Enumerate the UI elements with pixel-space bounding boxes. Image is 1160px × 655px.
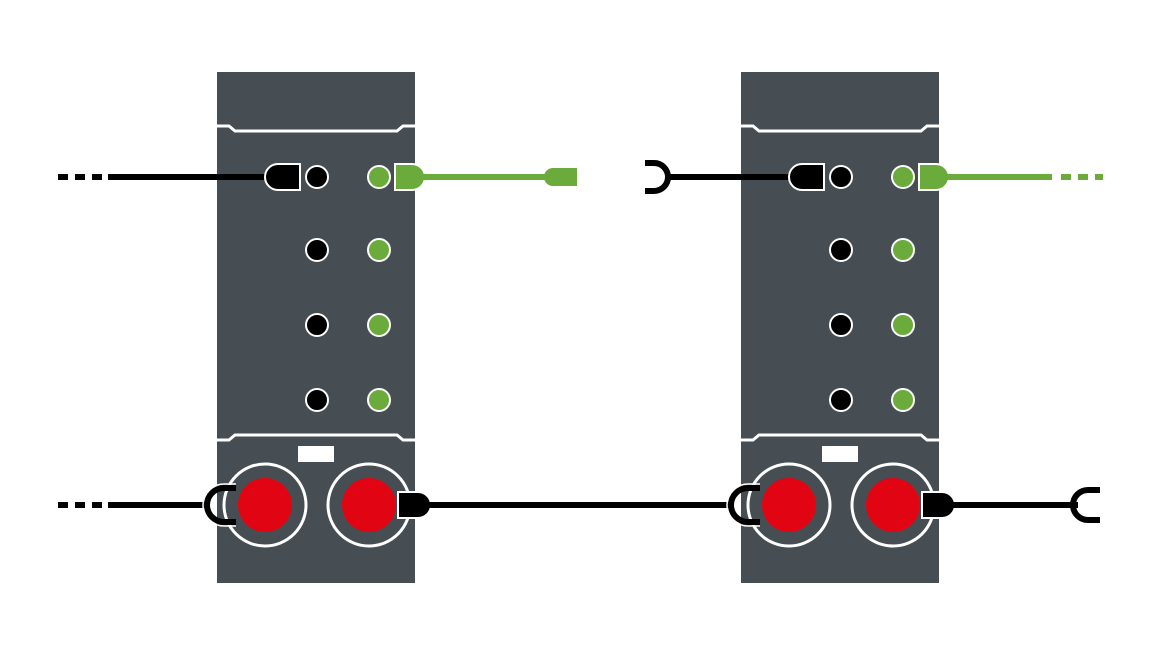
black-bus-cable-left (58, 483, 236, 527)
green-port[interactable] (367, 165, 391, 189)
plug-connector-icon (264, 163, 301, 191)
socket-connector-icon (728, 485, 760, 525)
black-port[interactable] (305, 313, 329, 337)
label-plate (298, 446, 334, 462)
black-port[interactable] (829, 238, 853, 262)
housing-bottom-groove (217, 433, 415, 442)
green-port[interactable] (891, 388, 915, 412)
green-cable-top (394, 163, 577, 191)
green-plug-connector-icon (544, 168, 577, 186)
socket-connector-icon (1070, 487, 1100, 523)
dotted-continuation-icon (1061, 174, 1103, 180)
green-port[interactable] (891, 313, 915, 337)
black-port[interactable] (829, 313, 853, 337)
green-port[interactable] (367, 388, 391, 412)
black-bus-cable-link (397, 483, 760, 527)
label-plate (822, 446, 858, 462)
module-2 (741, 72, 939, 583)
black-cable-top-right (645, 160, 825, 194)
socket-connector-icon (204, 485, 236, 525)
green-cable-top-right (918, 163, 1103, 191)
black-bus-cable-right (921, 487, 1100, 523)
black-port[interactable] (305, 165, 329, 189)
plug-connector-icon (788, 163, 825, 191)
black-port[interactable] (829, 165, 853, 189)
black-port[interactable] (305, 238, 329, 262)
black-port[interactable] (829, 388, 853, 412)
dotted-continuation-icon (58, 502, 102, 508)
green-port[interactable] (891, 165, 915, 189)
plug-connector-icon (397, 491, 432, 519)
dotted-continuation-icon (58, 174, 102, 180)
housing-top-groove (741, 124, 939, 133)
housing-top-groove (217, 124, 415, 133)
black-port[interactable] (305, 388, 329, 412)
housing-bottom-groove (741, 433, 939, 442)
module-1 (217, 72, 415, 583)
bus-port-in[interactable] (746, 462, 832, 548)
bus-port-in[interactable] (222, 462, 308, 548)
green-port[interactable] (367, 313, 391, 337)
green-port[interactable] (367, 238, 391, 262)
green-port[interactable] (891, 238, 915, 262)
black-cable-top-left (58, 163, 301, 191)
open-cable-end-icon (645, 160, 671, 194)
plug-connector-icon (921, 491, 956, 519)
